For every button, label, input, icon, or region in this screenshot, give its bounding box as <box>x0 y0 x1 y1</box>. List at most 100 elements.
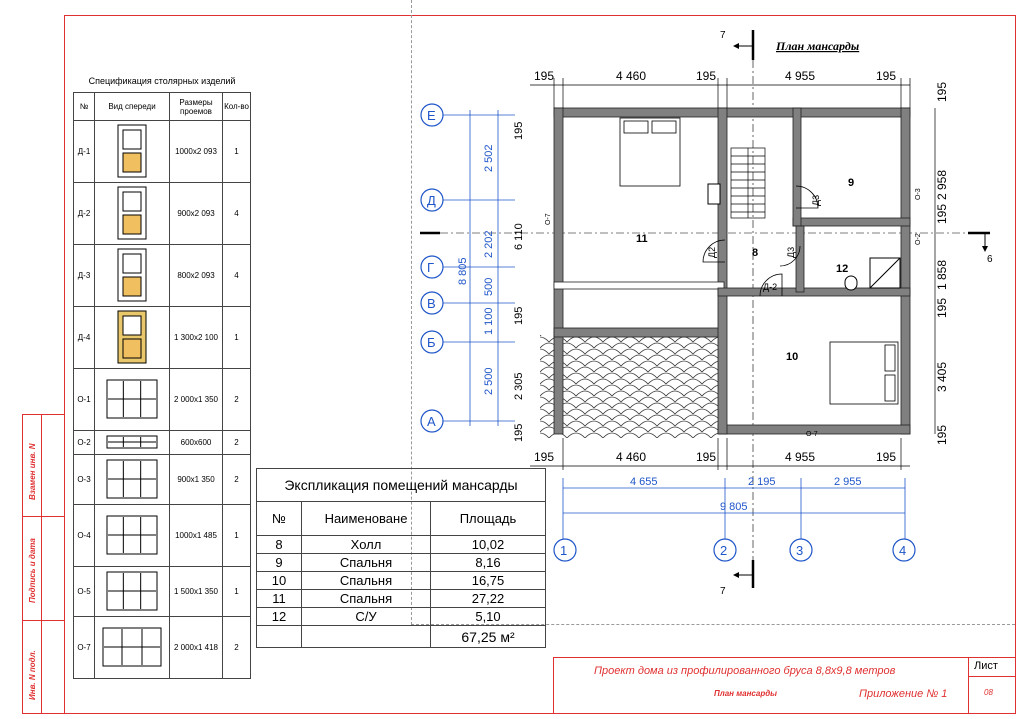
axis-B: Б <box>427 335 436 350</box>
expl-n: 10 <box>256 571 302 590</box>
svg-text:2 958: 2 958 <box>935 170 949 200</box>
axis-1: 1 <box>560 543 567 558</box>
door-icon <box>94 182 170 245</box>
spec-size: 1000x1 485 <box>169 504 223 567</box>
spec-qty: 4 <box>222 244 251 307</box>
axis-dim-2: 2 195 <box>748 476 776 488</box>
room-12: 12 <box>836 263 848 275</box>
door-icon <box>94 244 170 307</box>
window-icon <box>94 430 170 455</box>
door-tag-d2: Д2 <box>707 247 717 258</box>
dashed-border <box>411 0 1015 625</box>
project-title: Проект дома из профилированного бруса 8,… <box>594 665 896 677</box>
spec-table: Спецификация столярных изделий № Вид спе… <box>73 70 251 679</box>
door-swings <box>702 185 819 297</box>
svg-text:6 110: 6 110 <box>513 223 525 250</box>
window-tag-o7-bottom: О-7 <box>806 431 818 438</box>
svg-text:195: 195 <box>935 82 949 102</box>
bottom-dimension-line <box>530 438 910 470</box>
spec-size: 900x1 350 <box>169 454 223 505</box>
appendix-label: Приложение № 1 <box>859 688 948 700</box>
spec-size: 1 500x1 350 <box>169 566 223 617</box>
door-tag-d2b: Д-2 <box>763 282 777 292</box>
expl-n: 11 <box>256 589 302 608</box>
svg-text:7: 7 <box>720 30 726 41</box>
axis-dimension-lines <box>562 478 906 540</box>
expl-total: 67,25 м² <box>430 625 546 648</box>
sheet-name: План мансарды <box>714 689 777 698</box>
axis-3: 3 <box>796 543 803 558</box>
spec-qty: 2 <box>222 454 251 505</box>
spec-qty: 4 <box>222 182 251 245</box>
room-8: 8 <box>752 247 758 259</box>
axis-2: 2 <box>720 543 727 558</box>
bed-icon <box>619 117 899 405</box>
expl-header-area: Площадь <box>430 501 546 536</box>
axis-leader-lines <box>443 110 515 426</box>
svg-text:7: 7 <box>720 586 726 597</box>
explication-table: Экспликация помещений мансарды № Наимено… <box>256 468 546 648</box>
axis-E: Е <box>427 108 436 123</box>
svg-text:195: 195 <box>935 425 949 445</box>
sheet-number: 08 <box>984 688 993 697</box>
axis-V: В <box>427 296 436 311</box>
section-7-top: 7 <box>720 30 755 60</box>
double-door-icon <box>94 306 170 369</box>
bottom-dim-4: 4 955 <box>785 450 815 464</box>
expl-area: 27,22 <box>430 589 546 608</box>
svg-text:2 502: 2 502 <box>483 144 495 172</box>
room-11: 11 <box>636 233 648 245</box>
title-block: Проект дома из профилированного бруса 8,… <box>553 657 1016 714</box>
sheet-label: Лист <box>974 660 998 672</box>
top-dim-5: 195 <box>876 69 896 83</box>
axis-A: А <box>427 414 436 429</box>
chimney-icon <box>707 183 721 205</box>
svg-text:2 305: 2 305 <box>513 372 525 400</box>
gable-window-icon <box>94 616 170 679</box>
expl-name: Спальня <box>301 553 431 572</box>
bottom-dim-1: 195 <box>534 450 554 464</box>
axis-number-bubbles <box>553 538 916 562</box>
bottom-dim-5: 195 <box>876 450 896 464</box>
svg-text:6: 6 <box>987 254 993 265</box>
svg-text:195: 195 <box>935 298 949 318</box>
axis-dim-total: 9 805 <box>720 501 748 513</box>
top-dimension-line <box>530 78 911 108</box>
spec-title: Спецификация столярных изделий <box>88 76 236 86</box>
window-icon <box>94 368 170 431</box>
svg-text:500: 500 <box>483 278 495 296</box>
bottom-dim-2: 4 460 <box>616 450 646 464</box>
axis-G: Г <box>427 260 434 275</box>
walls <box>553 107 911 435</box>
left-dims: 195 2 502 6 110 2 202 8 805 500 1 100 19… <box>457 122 525 442</box>
room-10: 10 <box>786 351 798 363</box>
svg-text:1 100: 1 100 <box>483 307 495 335</box>
side-stamp-strip <box>22 414 65 714</box>
section-6: 6 <box>420 231 993 265</box>
window-tag-o3: О-3 <box>915 188 922 200</box>
spec-size: 800x2 093 <box>169 244 223 307</box>
bottom-dim-3: 195 <box>696 450 716 464</box>
expl-area: 10,02 <box>430 535 546 554</box>
top-dim-3: 195 <box>696 69 716 83</box>
axis-dim-3: 2 955 <box>834 476 862 488</box>
plan-title: План мансарды <box>775 39 859 53</box>
svg-text:2 500: 2 500 <box>483 367 495 395</box>
window-icon <box>94 566 170 617</box>
door-tag-d3: Д3 <box>811 195 821 206</box>
svg-text:195: 195 <box>935 204 949 224</box>
svg-text:3 405: 3 405 <box>935 362 949 392</box>
top-dim-2: 4 460 <box>616 69 646 83</box>
axis-4: 4 <box>899 543 906 558</box>
